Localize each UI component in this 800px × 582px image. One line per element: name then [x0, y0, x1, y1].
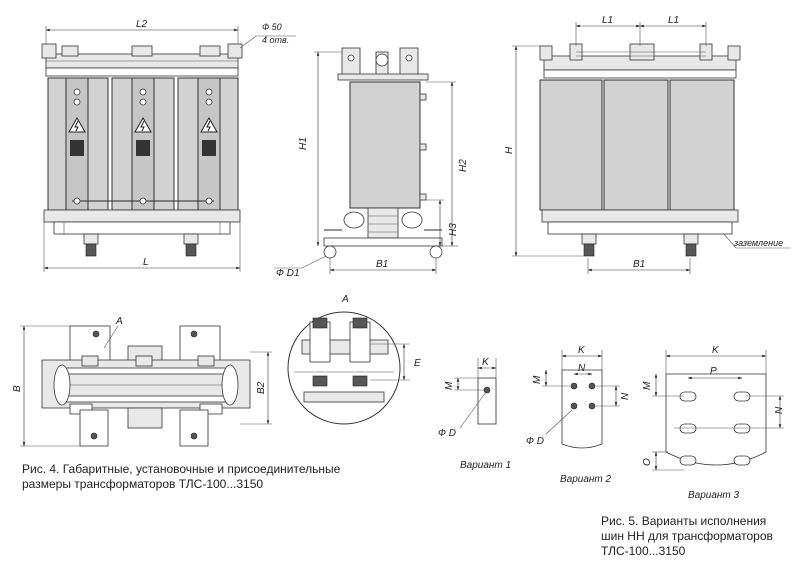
- variant-1: K M Ф D Вариант 1: [438, 357, 511, 471]
- v3-dim-m: M: [642, 381, 653, 390]
- detail-a: A E: [287, 294, 421, 425]
- dim-l1-right: L1: [668, 15, 679, 26]
- grounding-label: заземление: [733, 238, 783, 248]
- v3-dim-o: O: [642, 458, 653, 466]
- warning-sign-icon: [134, 116, 152, 156]
- dim-b1: B1: [376, 259, 388, 270]
- detail-a-title: A: [341, 294, 349, 305]
- figure-4-caption: Рис. 4. Габаритные, установочные и присо…: [22, 462, 341, 491]
- variant-3: K P M N O Вариант 3: [642, 345, 785, 501]
- v1-dim-m: M: [444, 381, 455, 390]
- v2-dim-m: M: [532, 375, 543, 384]
- v1-dim-d: Ф D: [438, 428, 456, 439]
- variant-2: K N M N Ф D Вариант 2: [526, 345, 631, 485]
- v2-dim-n-side: N: [620, 392, 631, 400]
- side-view: H1 H2 H3 B1 Ф D1: [274, 47, 469, 279]
- dim-l: L: [143, 257, 149, 268]
- v2-dim-d: Ф D: [526, 436, 544, 447]
- dim-l1-left: L1: [602, 15, 613, 26]
- dim-b: B: [12, 385, 23, 392]
- v2-dim-k: K: [578, 345, 586, 356]
- warning-sign-icon: [68, 116, 86, 156]
- hole-diameter-note: Ф 50: [262, 22, 282, 32]
- v1-dim-k: K: [482, 357, 490, 368]
- v3-dim-k: K: [712, 345, 720, 356]
- dim-d1: Ф D1: [276, 268, 300, 279]
- v3-dim-n: N: [774, 406, 785, 414]
- detail-callout-a: A: [115, 316, 123, 327]
- v2-dim-n-top: N: [578, 363, 586, 374]
- dim-h1: H1: [298, 137, 309, 150]
- v3-dim-p: P: [710, 366, 717, 377]
- front-view: L2 Ф 50 4 отв. L: [41, 19, 296, 272]
- dim-h: H: [504, 146, 515, 154]
- dim-e: E: [414, 358, 421, 369]
- dim-b2: B2: [256, 381, 267, 394]
- v3-caption: Вариант 3: [688, 490, 740, 501]
- dim-b1-rear: B1: [633, 259, 645, 270]
- dim-l2: L2: [136, 19, 148, 30]
- v1-caption: Вариант 1: [460, 460, 511, 471]
- dim-h2: H2: [458, 159, 469, 172]
- v2-caption: Вариант 2: [560, 474, 612, 485]
- hole-count-note: 4 отв.: [262, 35, 289, 45]
- warning-sign-icon: [200, 116, 218, 156]
- figure-5-caption: Рис. 5. Варианты исполнения шин НН для т…: [601, 514, 773, 558]
- dim-h3: H3: [448, 223, 459, 236]
- top-view: A B B2: [12, 316, 272, 447]
- rear-view: L1 L1 H B1 заземление: [504, 15, 790, 274]
